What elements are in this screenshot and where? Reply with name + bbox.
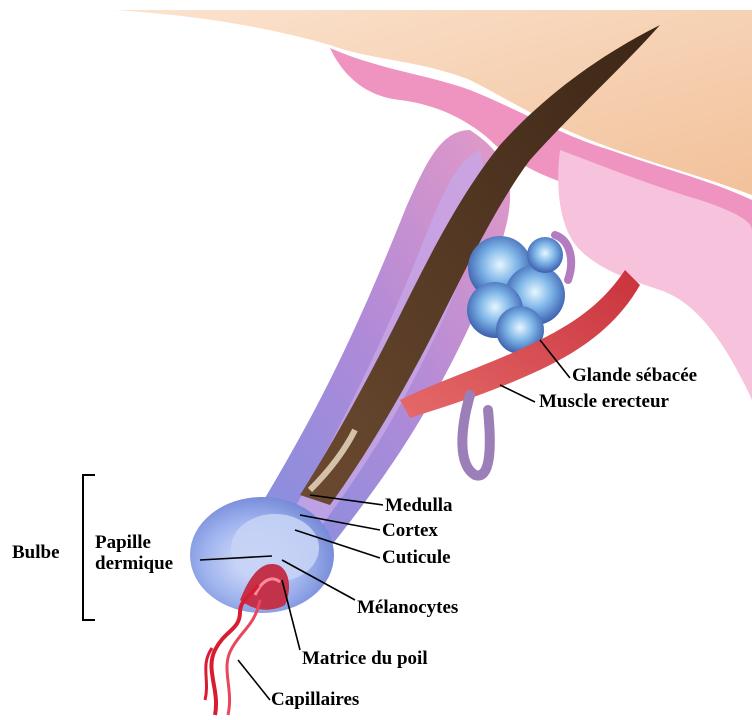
label-matrice-du-poil: Matrice du poil <box>302 649 428 670</box>
label-papille-line1: Papille <box>95 533 173 554</box>
label-cuticule: Cuticule <box>382 548 451 569</box>
label-capillaires: Capillaires <box>271 690 359 711</box>
label-papille-dermique: Papille dermique <box>95 533 173 575</box>
vessel-loop <box>462 395 489 476</box>
label-bulbe: Bulbe <box>12 543 60 564</box>
label-muscle-erecteur: Muscle erecteur <box>539 392 669 413</box>
label-medulla: Medulla <box>385 496 453 517</box>
bulbe-bracket <box>83 475 95 620</box>
dermis-right <box>558 150 752 400</box>
label-glande-sebacee: Glande sébacée <box>572 366 697 387</box>
label-cortex: Cortex <box>382 521 438 542</box>
label-melanocytes: Mélanocytes <box>357 598 458 619</box>
label-papille-line2: dermique <box>95 554 173 575</box>
